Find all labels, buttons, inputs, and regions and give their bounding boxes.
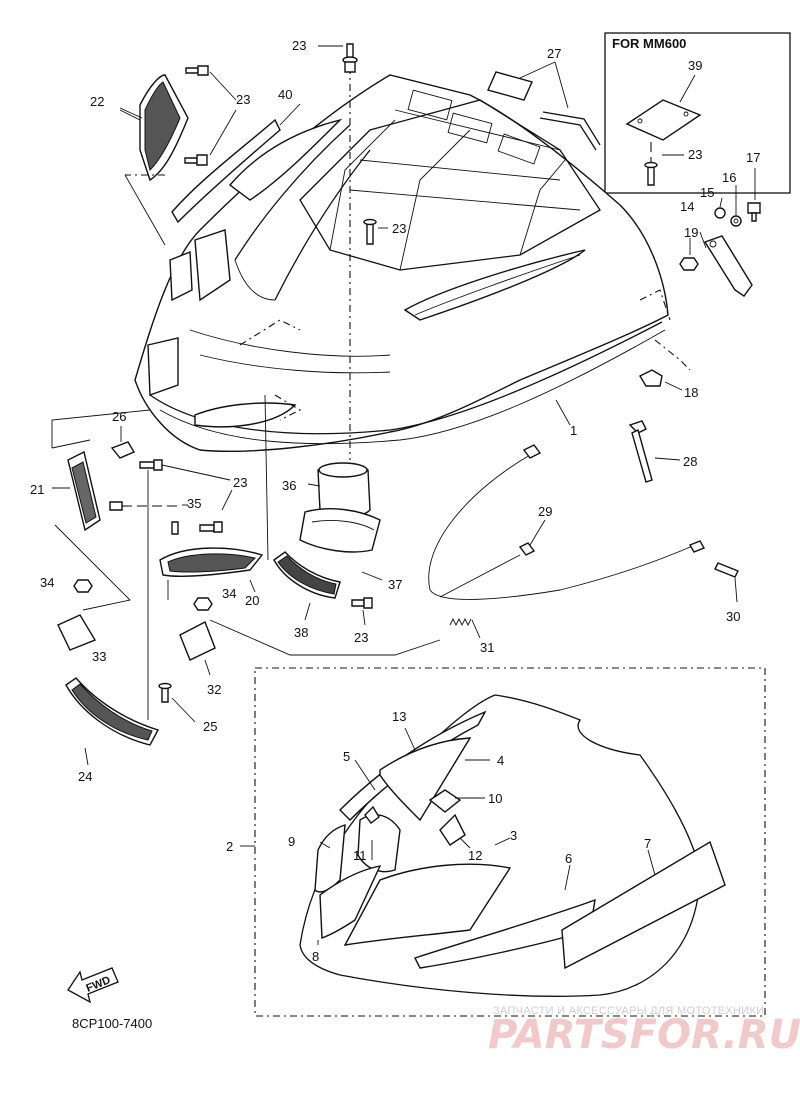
callout-14: 14	[680, 199, 694, 214]
hood-assembly-part-1	[134, 50, 691, 460]
callout-19: 19	[684, 225, 698, 240]
seal-37	[299, 508, 381, 553]
callout-6: 6	[565, 851, 572, 866]
callout-30: 30	[726, 609, 740, 624]
callout-labels: 23 22 23 40 27 39 23 17 16 15 14 19 23 1…	[30, 38, 760, 964]
callout-18: 18	[684, 385, 698, 400]
callout-10: 10	[488, 791, 502, 806]
callout-5: 5	[343, 749, 350, 764]
callout-23-lower: 23	[354, 630, 368, 645]
rivets-23-upper-left	[124, 65, 237, 246]
callout-29: 29	[538, 504, 552, 519]
cable-tie-28	[628, 420, 681, 483]
decal-8	[319, 865, 382, 939]
handles-27	[487, 61, 601, 151]
callout-40: 40	[278, 87, 292, 102]
bolt-17	[747, 202, 761, 214]
callout-23-upper-left: 23	[236, 92, 250, 107]
washer-16	[730, 215, 742, 227]
clip-18	[639, 369, 663, 387]
rivet-23-top	[318, 43, 358, 73]
watermark: ЗАПЧАСТИ И АКСЕССУАРЫ ДЛЯ МОТОТЕХНИКИ PA…	[488, 1005, 800, 1058]
callout-13: 13	[392, 709, 406, 724]
callout-7: 7	[644, 836, 651, 851]
callout-22: 22	[90, 94, 104, 109]
callout-21: 21	[30, 482, 44, 497]
rivet-23-center	[363, 218, 388, 245]
decal-strip-40	[171, 118, 281, 224]
leader-lines	[119, 103, 571, 426]
decal-3	[343, 863, 512, 946]
nut-19	[679, 257, 699, 271]
callout-27: 27	[547, 46, 561, 61]
callout-34-left: 34	[40, 575, 54, 590]
callout-1: 1	[570, 423, 577, 438]
callout-16: 16	[722, 170, 736, 185]
decal-kit-box-2	[254, 667, 766, 1017]
callout-26: 26	[112, 409, 126, 424]
bracket-32	[179, 621, 216, 661]
plate-39	[625, 99, 702, 141]
duct-assembly-36-38	[273, 462, 383, 626]
callout-9: 9	[288, 834, 295, 849]
callout-36: 36	[282, 478, 296, 493]
callout-38: 38	[294, 625, 308, 640]
decal-12	[439, 813, 466, 846]
spring-31	[449, 617, 472, 627]
inset-title: FOR MM600	[612, 36, 686, 51]
pin-30	[714, 562, 739, 578]
left-side-parts	[51, 394, 441, 766]
callout-35: 35	[187, 496, 201, 511]
callout-23-inset: 23	[688, 147, 702, 162]
decal-7	[561, 840, 726, 970]
decal-9	[314, 824, 346, 893]
callout-39: 39	[688, 58, 702, 73]
callout-12: 12	[468, 848, 482, 863]
callout-2: 2	[226, 839, 233, 854]
callout-20: 20	[245, 593, 259, 608]
callout-34-right: 34	[222, 586, 236, 601]
callout-25: 25	[203, 719, 217, 734]
watermark-tagline: ЗАПЧАСТИ И АКСЕССУАРЫ ДЛЯ МОТОТЕХНИКИ	[493, 1005, 764, 1017]
callout-31: 31	[480, 640, 494, 655]
bracket-cluster-14-19	[639, 168, 761, 391]
fwd-arrow: FWD	[67, 967, 119, 1004]
bracket-14	[703, 235, 753, 297]
callout-28: 28	[683, 454, 697, 469]
callout-33: 33	[92, 649, 106, 664]
decal-10	[428, 789, 462, 813]
watermark-brand: PARTSFOR.RU	[488, 1012, 800, 1058]
callout-17: 17	[746, 150, 760, 165]
callout-3: 3	[510, 828, 517, 843]
callout-8: 8	[312, 949, 319, 964]
nut-34	[73, 579, 93, 593]
bracket-33	[57, 614, 97, 651]
reference-code: 8CP100-7400	[72, 1016, 152, 1031]
callout-23-left: 23	[233, 475, 247, 490]
callout-4: 4	[497, 753, 504, 768]
washer-15	[714, 207, 726, 219]
callout-32: 32	[207, 682, 221, 697]
grommet-26	[110, 441, 136, 459]
mm600-inset-box: FOR MM600	[604, 32, 791, 194]
decal-hood-outline	[299, 694, 726, 997]
callout-23-top: 23	[292, 38, 306, 53]
callout-11: 11	[353, 848, 367, 863]
callout-15: 15	[700, 185, 714, 200]
callout-37: 37	[388, 577, 402, 592]
decal-4	[379, 737, 472, 822]
callout-23-center: 23	[392, 221, 406, 236]
side-screen-22	[119, 74, 189, 182]
callout-24: 24	[78, 769, 92, 784]
cable-assembly-29-31	[428, 444, 739, 639]
